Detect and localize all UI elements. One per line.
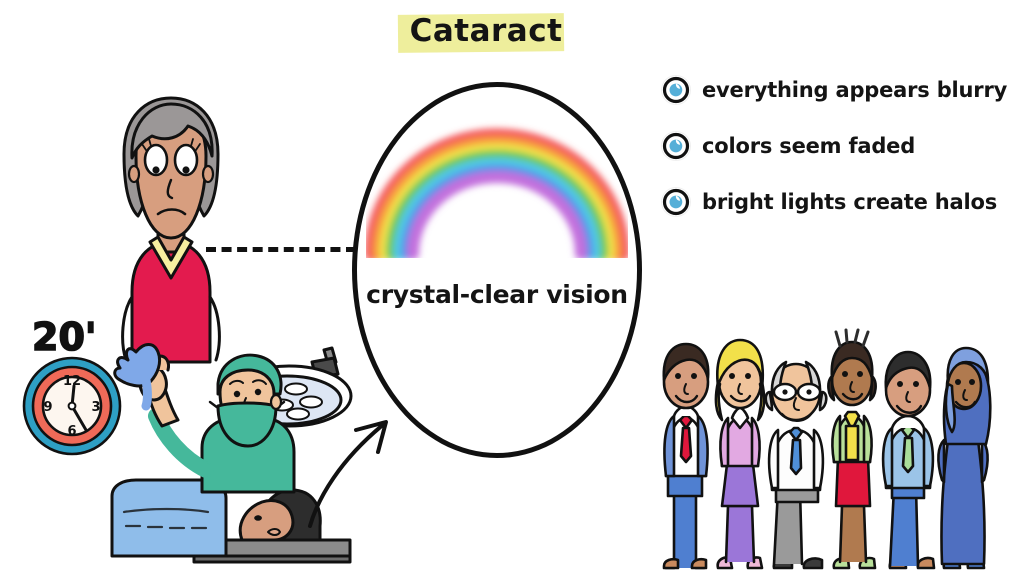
list-item: colors seem faded [660,118,1024,174]
dashed-connector [206,247,356,253]
cataract-surgery-scene [106,340,362,576]
oval-outline [352,82,642,458]
list-item-label: bright lights create halos [702,190,998,214]
person-woman-green-top [827,328,877,570]
list-item-label: everything appears blurry [702,78,1008,102]
list-item: bright lights create halos [660,174,1024,230]
svg-text:9: 9 [43,400,52,415]
svg-text:6: 6 [67,424,76,439]
rainbow-graphic [366,108,628,258]
svg-text:3: 3 [91,400,100,415]
person-man-green-tie [881,350,936,570]
eye-icon [660,74,692,106]
duration-label: 20' [32,315,97,359]
person-woman-pink-blouse [714,338,766,570]
list-item-label: colors seem faded [702,134,916,158]
list-item: everything appears blurry [660,62,1024,118]
symptom-list: everything appears blurry colors seem fa… [660,62,1024,230]
worried-woman-figure [96,92,246,372]
person-man-glasses-blue-tie [764,360,828,570]
dashed-connector-line [206,247,356,252]
happy-people-group [652,328,992,576]
svg-text:12: 12 [63,374,81,389]
person-woman-blue-hijab [937,346,992,570]
oval-caption: crystal-clear vision [366,280,628,309]
vision-oval: crystal-clear vision [352,82,642,458]
person-man-red-tie [662,342,710,570]
eye-icon [660,130,692,162]
page-title: Cataract [396,8,576,54]
eye-icon [660,186,692,218]
recovery-time-group: 20' 12 3 6 9 [16,306,136,466]
curved-arrow [300,402,410,532]
title-label: Cataract [409,13,563,49]
